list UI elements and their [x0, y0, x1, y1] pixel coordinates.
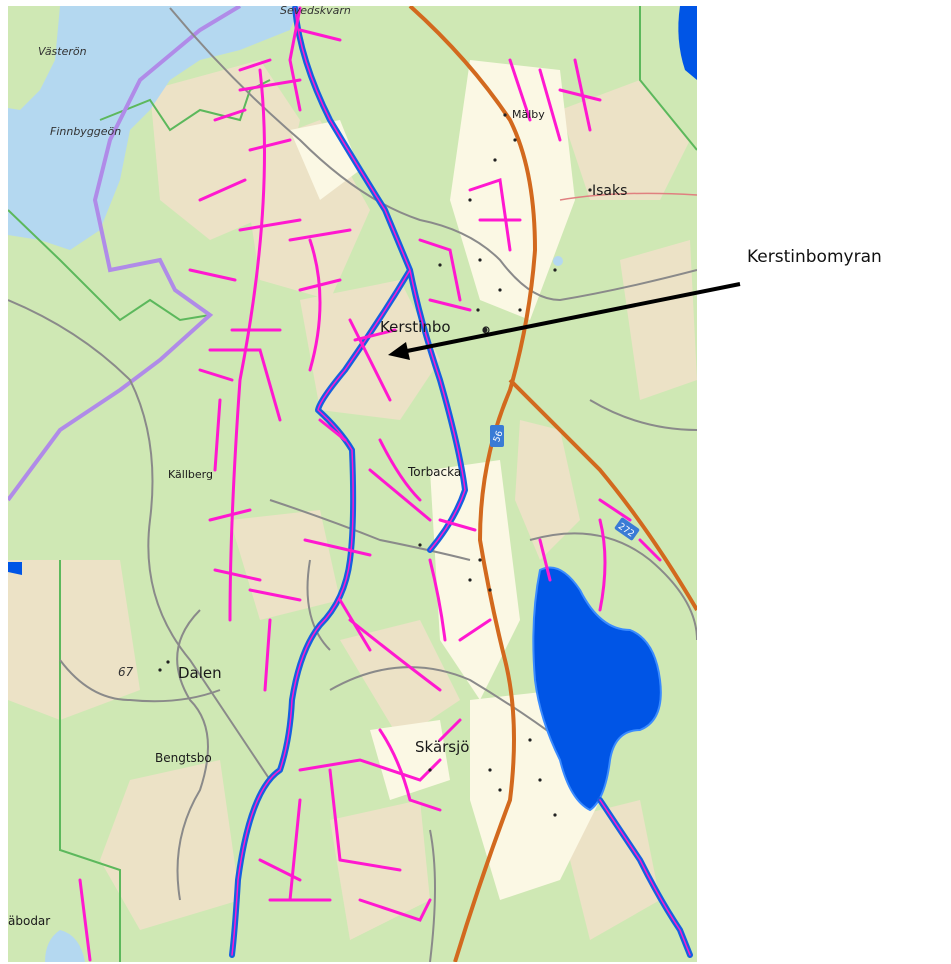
label-bengtsbo: Bengtsbo [155, 751, 212, 765]
island [8, 6, 60, 110]
topographic-map[interactable]: 56 272 [8, 6, 697, 962]
bay-water [8, 6, 300, 250]
label-malby: Mälby [512, 108, 545, 121]
power-line [559, 192, 697, 201]
road-272 [508, 378, 697, 612]
main-roads [408, 6, 697, 962]
road-shield-56 [490, 425, 504, 447]
boundary-green [8, 6, 697, 962]
label-elevation-67: 67 [118, 665, 134, 679]
road-56-number: 56 [492, 429, 505, 443]
label-torbacka: Torbacka [407, 465, 461, 479]
boundary-purple [8, 6, 242, 502]
pond [553, 256, 563, 266]
label-skarsjo: Skärsjö [415, 738, 469, 756]
road-shield-272 [614, 517, 640, 541]
road-56 [408, 6, 538, 962]
ditch-network [78, 6, 662, 962]
label-kallberg: Källberg [168, 468, 213, 481]
label-dalen: Dalen [178, 664, 222, 682]
lake-skarsjo [532, 566, 662, 812]
small-lake-sw [45, 930, 85, 962]
lake-edge-ne [678, 6, 697, 80]
label-abodar: äbodar [8, 914, 50, 928]
callout-label-kerstinbomyran: Kerstinbomyran [747, 247, 882, 267]
label-isaks: Isaks [592, 183, 627, 199]
map-frame[interactable]: 56 272 [8, 6, 697, 962]
label-vasteron: Västerön [38, 45, 87, 58]
label-finnbyggeon: Finnbyggeön [50, 125, 121, 138]
label-sevedskvarn: Sevedskvarn [280, 6, 351, 17]
lake-edge-west [8, 562, 22, 575]
label-kerstinbo: Kerstinbo [380, 318, 451, 336]
